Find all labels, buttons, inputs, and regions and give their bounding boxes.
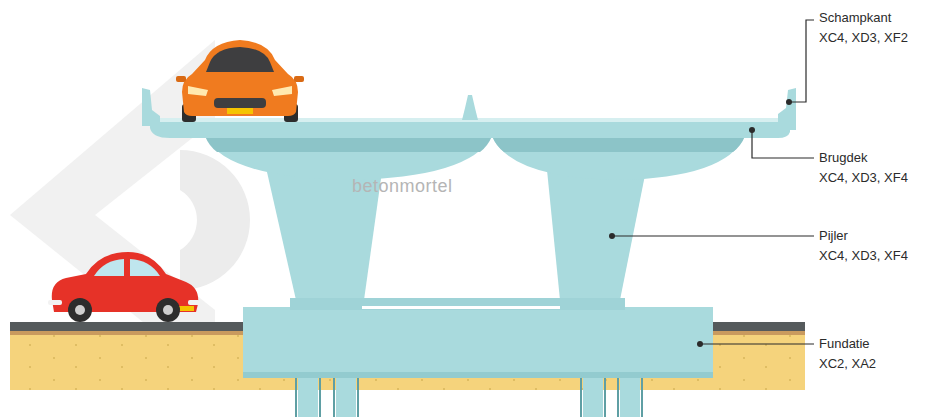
edge-barrier — [142, 88, 160, 126]
pile-fill — [336, 378, 356, 417]
bumper — [188, 300, 200, 305]
exposure-classes: XC4, XD3, XF2 — [819, 30, 908, 46]
car-window — [94, 259, 124, 276]
pier-cap — [205, 136, 492, 180]
edge-barrier — [778, 88, 796, 130]
headlight — [188, 86, 208, 96]
bumper — [48, 300, 62, 305]
leader-dot — [786, 99, 792, 105]
car-window — [130, 259, 160, 276]
car-body — [182, 40, 298, 116]
pile-fill — [620, 378, 640, 417]
leader-dot — [609, 233, 615, 239]
red-car — [48, 252, 200, 322]
wheel — [156, 298, 180, 322]
part-name: Brugdek — [819, 150, 867, 166]
watermark: betonmortel — [352, 178, 453, 194]
orange-car — [176, 40, 304, 122]
leader-line — [791, 20, 814, 102]
part-name: Fundatie — [819, 336, 870, 352]
grille — [214, 98, 266, 108]
hubcap — [163, 305, 173, 315]
leader-lines — [612, 20, 814, 344]
pile — [581, 372, 605, 417]
leader-line — [612, 235, 814, 236]
pier-cap-shade — [492, 136, 745, 152]
leader-line — [700, 343, 814, 344]
exposure-classes: XC2, XA2 — [819, 356, 876, 372]
exposure-classes: XC4, XD3, XF4 — [819, 170, 908, 186]
foundation-shade — [243, 372, 713, 378]
windshield — [206, 47, 274, 72]
leader-dot — [697, 341, 703, 347]
logo-shape — [180, 150, 250, 290]
pile — [296, 372, 320, 417]
median-barrier — [462, 95, 478, 120]
wheel — [68, 298, 92, 322]
pile — [334, 372, 358, 417]
part-name: Pijler — [819, 228, 848, 244]
pier-gap — [362, 306, 560, 309]
pier-base — [290, 298, 625, 310]
deck-slab — [150, 120, 790, 138]
pile — [618, 372, 642, 417]
leader-dots — [609, 99, 792, 347]
foundation — [243, 307, 713, 378]
mirror — [176, 76, 186, 82]
pile-fill — [298, 378, 318, 417]
part-name: Schampkant — [819, 10, 891, 26]
hubcap — [75, 305, 85, 315]
mirror — [294, 76, 304, 82]
pile-fill — [583, 378, 603, 417]
license-plate — [227, 108, 253, 114]
leader-line — [752, 130, 814, 158]
pier-cap — [492, 136, 745, 180]
piles — [296, 372, 642, 417]
pier-cap-shade — [205, 136, 492, 152]
exposure-classes: XC4, XD3, XF4 — [819, 248, 908, 264]
leader-dot — [749, 127, 755, 133]
headlight — [272, 86, 292, 96]
